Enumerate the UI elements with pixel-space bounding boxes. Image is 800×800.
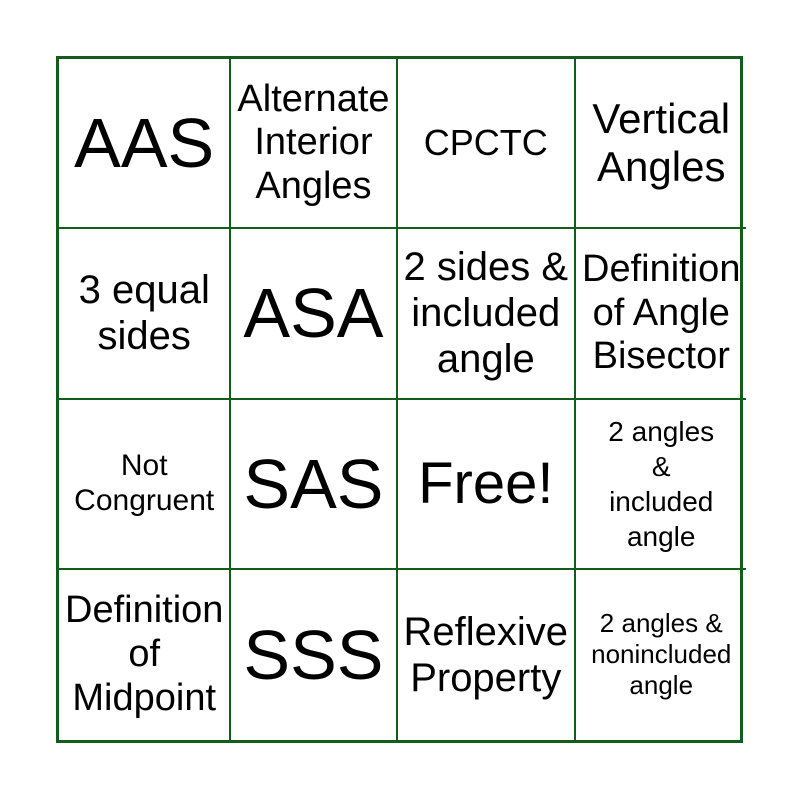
bingo-cell[interactable]: 3 equal sides — [59, 229, 232, 400]
bingo-cell[interactable]: Not Congruent — [59, 399, 232, 570]
bingo-cell[interactable]: 2 sides & included angle — [397, 229, 577, 400]
bingo-cell[interactable]: Reflexive Property — [398, 569, 577, 740]
bingo-cell[interactable]: 2 angles & nonincluded angle — [591, 608, 732, 701]
bingo-cell[interactable]: Vertical Angles — [576, 59, 747, 230]
bingo-cell-free[interactable]: Free! — [397, 399, 577, 570]
bingo-cell[interactable]: SSS — [231, 569, 398, 740]
bingo-cell[interactable]: AAS — [59, 59, 232, 230]
bingo-cell[interactable]: Alternate Interior Angles — [231, 59, 398, 230]
bingo-cell[interactable]: SAS — [231, 399, 398, 570]
bingo-cell[interactable]: Definition of Midpoint — [59, 569, 232, 740]
bingo-cell[interactable]: 2 angles & included angle — [576, 400, 747, 570]
bingo-card-grid: AAS Alternate Interior Angles CPCTC Vert… — [56, 56, 747, 743]
bingo-cell[interactable]: ASA — [231, 229, 398, 400]
bingo-cell[interactable]: Definition of Angle Bisector — [576, 229, 747, 400]
bingo-cell[interactable]: CPCTC — [397, 59, 577, 230]
